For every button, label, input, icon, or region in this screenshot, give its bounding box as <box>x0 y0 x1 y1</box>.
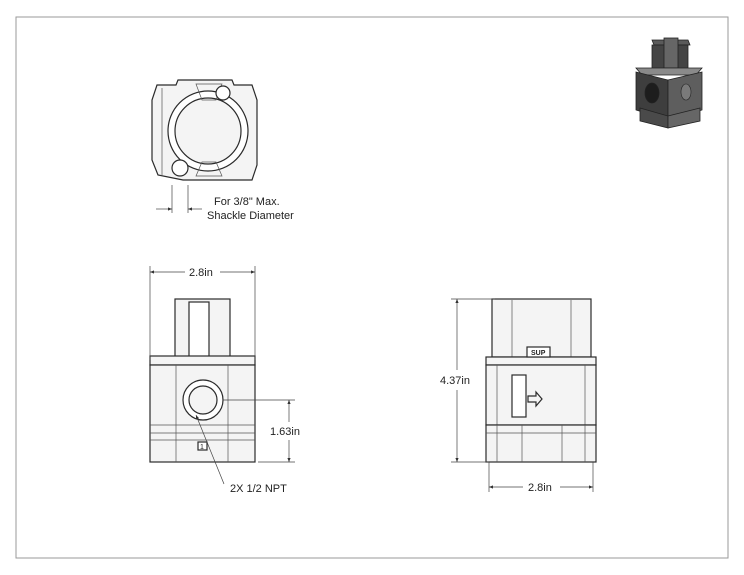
front-width-label: 2.8in <box>189 267 213 279</box>
front-view: 1 <box>149 298 256 463</box>
side-height-dimension: 4.37in <box>440 298 495 463</box>
port-label: 2X 1/2 NPT <box>230 483 287 495</box>
side-tag: SUP <box>531 350 546 357</box>
isometric-view <box>635 37 703 129</box>
shackle-note-line2: Shackle Diameter <box>207 210 294 222</box>
side-height-label: 4.37in <box>440 375 470 387</box>
side-width-dimension: 2.8in <box>488 462 594 494</box>
front-height-dimension: 1.63in <box>223 399 300 463</box>
front-height-label: 1.63in <box>270 426 300 438</box>
sheet-border <box>15 16 729 559</box>
shackle-dimension: For 3/8" Max. Shackle Diameter <box>156 185 294 222</box>
side-width-label: 2.8in <box>528 482 552 494</box>
front-port-tag: 1 <box>200 444 204 451</box>
shackle-note-line1: For 3/8" Max. <box>214 196 280 208</box>
side-view: SUP <box>485 298 597 463</box>
top-view <box>151 79 258 181</box>
front-width-dimension: 2.8in <box>149 266 256 360</box>
port-leader: 2X 1/2 NPT <box>195 414 287 495</box>
